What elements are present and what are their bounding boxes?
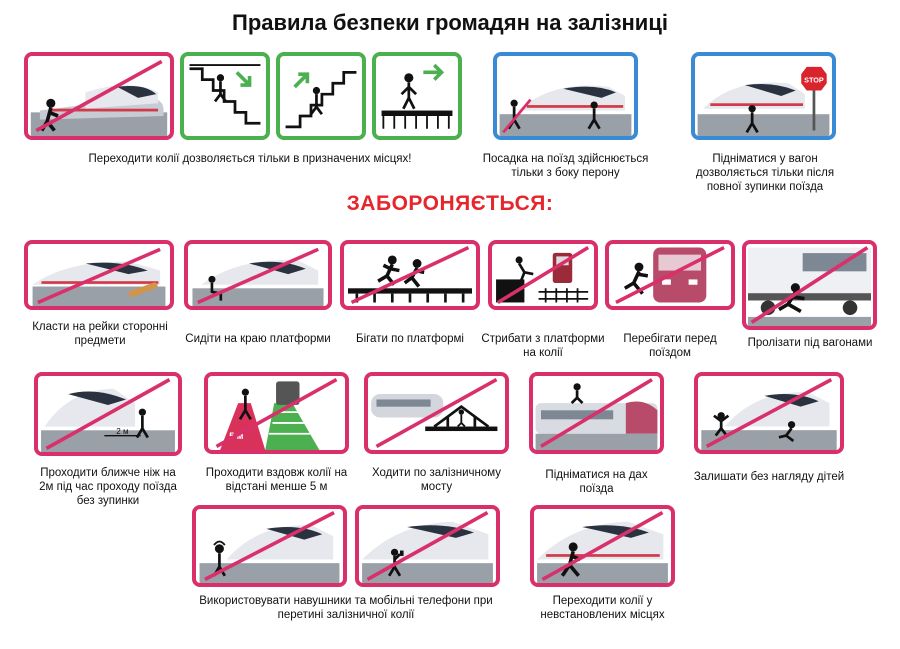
tile-run-platform (340, 240, 480, 310)
phone-icon (362, 511, 493, 583)
tile-underpass-stairs (180, 52, 270, 140)
distance-2m-label: 2 м (116, 427, 129, 436)
caption-objects-on-rails: Класти на рейки сторонні предмети (32, 321, 168, 347)
caption-walk-along: Проходити вздовж колії на відстані менше… (205, 467, 348, 493)
caption-boarding: Посадка на поїзд здійснюється тільки з б… (482, 153, 649, 179)
tile-headphones (192, 505, 347, 587)
cross-undesignated-icon (537, 511, 668, 583)
prohibited-heading: ЗАБОРОНЯЄТЬСЯ: (346, 192, 554, 215)
tile-walk-along-tracks: 5 м (204, 372, 349, 454)
tile-boarding-platform-side (493, 52, 638, 140)
crawl-under-icon (748, 246, 871, 326)
tile-stairs-up (276, 52, 366, 140)
caption-run-platform: Бігати по платформі (356, 333, 464, 345)
stop-pictogram: STOP (697, 66, 830, 136)
boarding-pictogram (499, 85, 632, 136)
tile-crawl-under-wagons (742, 240, 877, 330)
caption-headphones-phones: Використовувати навушники та мобільні те… (199, 595, 493, 621)
tile-sit-platform-edge (184, 240, 332, 310)
tile-run-before-train (605, 240, 735, 310)
tile-closer-than-2m: 2 м (34, 372, 182, 456)
tile-overpass (372, 52, 462, 140)
sit-edge-icon (192, 247, 324, 306)
walkway-icon (381, 63, 453, 129)
tile-walk-on-bridge (364, 372, 509, 454)
stairs-down-icon (189, 64, 261, 125)
caption-bridge: Ходити по залізничному мосту (371, 467, 502, 493)
tile-cross-undesignated (530, 505, 675, 587)
page-title: Правила безпеки громадян на залізниці (232, 10, 668, 35)
tile-climb-train-roof (529, 372, 664, 454)
tile-board-after-stop: STOP (691, 52, 836, 140)
tile-mobile-phones (355, 505, 500, 587)
stairs-up-icon (285, 71, 357, 129)
tile-objects-on-rails (24, 240, 174, 310)
caption-sit-edge: Сидіти на краю платформи (185, 333, 331, 345)
jump-icon (496, 246, 590, 304)
tile-cross-tracks-prohibited (24, 52, 174, 140)
headphones-icon (199, 511, 340, 583)
roof-icon (535, 378, 658, 450)
run-before-train-icon (615, 245, 725, 305)
caption-closer-2m: Проходити ближче ніж на 2м під час прохо… (39, 467, 177, 507)
train-pictogram (30, 59, 168, 136)
objects-on-rails-icon (32, 247, 166, 306)
walk-along-icon: 5 м (215, 378, 338, 450)
distance-2m-icon: 2 м (41, 378, 175, 452)
caption-jump: Стрибати з платформи на колії (481, 333, 605, 359)
caption-cross-undesignated: Переходити колії у невстановлених місцях (540, 595, 665, 621)
caption-children: Залишати без нагляду дітей (693, 471, 845, 483)
caption-crawl-under: Пролізати під вагонами (747, 337, 873, 349)
bridge-icon (371, 378, 498, 448)
run-platform-icon (348, 245, 472, 305)
caption-cross-designated: Переходити колії дозволяється тільки в п… (88, 153, 412, 165)
caption-board-after-stop: Підніматися у вагон дозволяється тільки … (695, 153, 835, 193)
tile-children-unattended (694, 372, 844, 454)
stop-sign-text: STOP (804, 75, 824, 84)
tile-jump-from-platform (488, 240, 598, 310)
caption-roof: Підніматися на дах поїзда (545, 469, 648, 495)
caption-run-before-train: Перебігати перед поїздом (623, 333, 717, 359)
children-icon (701, 378, 837, 450)
